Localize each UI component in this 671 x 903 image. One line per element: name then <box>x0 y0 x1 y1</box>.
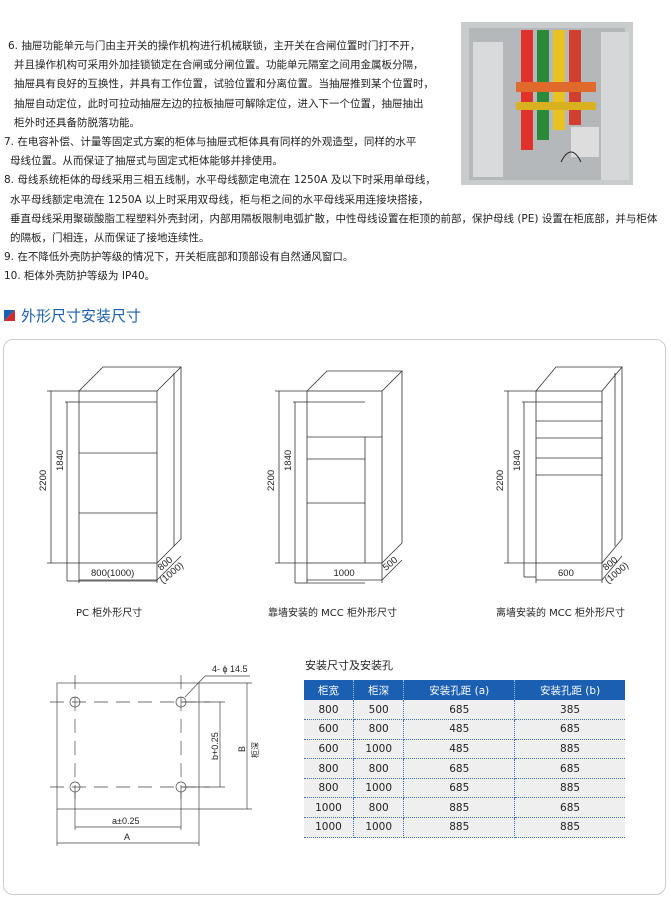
table-cell: 800 <box>304 758 354 779</box>
inner-height-dim-label: 1840 <box>512 450 523 471</box>
height-dim-label: 2200 <box>266 470 277 491</box>
paragraph-line: 6. 抽屉功能单元与门由主开关的操作机构进行机械联锁，主开关在合闸位置时门打不开… <box>8 40 421 52</box>
cabinet-drawing: 2200 1840 1000 500 <box>266 370 403 584</box>
table-cell: 685 <box>514 797 625 819</box>
table-cell: 685 <box>403 778 516 799</box>
paragraph-line: 10. 柜体外壳防护等级为 IP40。 <box>4 270 156 283</box>
column-header: 柜深 <box>353 680 405 700</box>
depth-label: 柜深 <box>250 742 260 758</box>
width-dim-label: 800(1000) <box>91 568 134 579</box>
table-cell: 800 <box>353 758 405 779</box>
paragraph-line: 柜外时还具备防脱落功能。 <box>14 116 140 129</box>
table-cell: 800 <box>353 719 405 740</box>
paragraph-line: 8. 母线系统柜体的母线采用三相五线制，水平母线额定电流在 1250A 及以下时… <box>4 174 436 187</box>
table-cell: 500 <box>353 700 405 721</box>
caption-mcc-wall: 靠墙安装的 MCC 柜外形尺寸 <box>268 608 397 619</box>
table-cell: 685 <box>403 700 516 721</box>
spec-text: 6. 抽屉功能单元与门由主开关的操作机构进行机械联锁，主开关在合闸位置时门打不开… <box>4 37 657 286</box>
b-dim-label: b+0.25 <box>210 732 220 760</box>
paragraph-line: 抽屉具有良好的互换性，并具有工作位置，试验位置和分离位置。当抽屉推到某个位置时， <box>14 78 434 91</box>
table-cell: 800 <box>304 700 354 721</box>
mounting-plan: 4- ϕ 14.5 b+0.25 B 柜深 a±0.25 A <box>50 664 260 846</box>
paragraph-line: 水平母线额定电流在 1250A 以上时采用双母线，柜与柜之间的水平母线采用连接块… <box>10 193 429 206</box>
cabinet-photo <box>461 22 633 185</box>
table-cell: 1000 <box>304 817 354 838</box>
table-cell: 485 <box>403 739 516 760</box>
table-cell: 885 <box>514 778 625 799</box>
paragraph-line: 抽屉自动定位，此时可拉动抽屉左边的拉板抽屉可解除定位，进入下一个位置，抽屉抽出 <box>14 97 424 110</box>
inner-height-dim-label: 1840 <box>283 450 294 471</box>
table-cell: 685 <box>514 758 625 779</box>
table-cell: 600 <box>304 719 354 740</box>
table-cell: 1000 <box>304 797 354 819</box>
caption-pc: PC 柜外形尺寸 <box>76 608 143 619</box>
a-dim-label: a±0.25 <box>112 816 139 826</box>
section-header: 外形尺寸安装尺寸 <box>4 305 141 326</box>
table-cell: 885 <box>514 739 625 760</box>
table-cell: 885 <box>403 817 516 838</box>
paragraph-line: 母线位置。从而保证了抽屉式与固定式柜体能够并排使用。 <box>10 155 283 168</box>
column-header: 安装孔距 (a) <box>403 680 516 700</box>
width-dim-label: 600 <box>558 568 574 579</box>
table-cell: 800 <box>304 778 354 799</box>
table-cell: 685 <box>403 758 516 779</box>
inner-height-dim-label: 1840 <box>55 450 66 471</box>
width-dim-label: 1000 <box>334 568 355 579</box>
paragraph-line: 9. 在不降低外壳防护等级的情况下，开关柜底部和顶部设有自然通风窗口。 <box>4 251 354 264</box>
B-label: B <box>237 746 247 752</box>
table-cell: 885 <box>403 797 516 819</box>
table-cell: 385 <box>514 700 625 721</box>
table-cell: 1000 <box>353 778 405 799</box>
A-label: A <box>124 832 130 842</box>
table-cell: 685 <box>514 719 625 740</box>
height-dim-label: 2200 <box>38 470 49 491</box>
table-cell: 800 <box>353 797 405 819</box>
caption-mcc-free: 离墙安装的 MCC 柜外形尺寸 <box>496 608 625 619</box>
table-cell: 600 <box>304 739 354 760</box>
paragraph-line: 并且操作机构可采用外加挂锁锁定在合闸或分闸位置。功能单元隔室之间用金属板分隔， <box>14 59 424 72</box>
column-header: 柜宽 <box>304 680 354 700</box>
table-title: 安装尺寸及安装孔 <box>305 659 393 672</box>
table-cell: 1000 <box>353 817 405 838</box>
table-cell: 1000 <box>353 739 405 760</box>
section-title: 外形尺寸安装尺寸 <box>21 307 142 325</box>
height-dim-label: 2200 <box>495 470 506 491</box>
depth-dim-label: 500 <box>381 555 400 574</box>
table-cell: 885 <box>514 817 625 838</box>
section-icon <box>4 310 15 321</box>
dimension-panel <box>3 339 666 895</box>
paragraph-line: 7. 在电容补偿、计量等固定式方案的柜体与抽屉式柜体具有同样的外观造型，同样的水… <box>4 135 417 148</box>
paragraph-line: 垂直母线采用聚碳酸脂工程塑料外壳封闭，内部用隔板限制电弧扩散，中性母线设置在柜顶… <box>10 212 658 225</box>
hole-label: 4- ϕ 14.5 <box>212 664 248 674</box>
paragraph-line: 的隔板，门相连，从而保证了接地连续性。 <box>10 231 210 244</box>
table-cell: 485 <box>403 719 516 740</box>
column-header: 安装孔距 (b) <box>514 680 625 700</box>
